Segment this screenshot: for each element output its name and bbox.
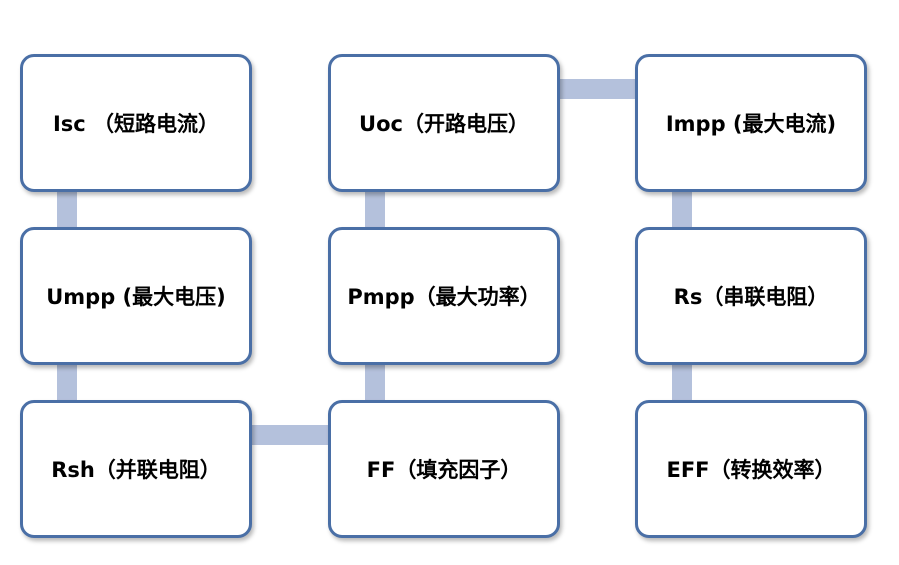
node-pmpp: Pmpp（最大功率）	[328, 227, 560, 365]
connector-rsh-ff	[250, 425, 330, 445]
node-uoc-label: Uoc（开路电压）	[359, 112, 529, 136]
connector-uoc-impp	[557, 79, 637, 99]
connector-rs-eff	[672, 363, 692, 403]
node-rsh: Rsh（并联电阻）	[20, 400, 252, 538]
node-ff-label: FF（填充因子）	[366, 458, 522, 482]
connector-ff-pmpp	[365, 363, 385, 403]
connector-isc-umpp	[57, 190, 77, 230]
connector-impp-rs	[672, 190, 692, 230]
node-isc: Isc （短路电流）	[20, 54, 252, 192]
node-rs-label: Rs（串联电阻）	[673, 285, 829, 309]
connector-umpp-rsh	[57, 363, 77, 403]
node-impp: Impp (最大电流)	[635, 54, 867, 192]
node-pmpp-label: Pmpp（最大功率）	[347, 285, 541, 309]
node-isc-label: Isc （短路电流）	[52, 112, 220, 136]
node-uoc: Uoc（开路电压）	[328, 54, 560, 192]
node-eff: EFF（转换效率）	[635, 400, 867, 538]
connector-pmpp-uoc	[365, 190, 385, 230]
node-eff-label: EFF（转换效率）	[666, 458, 836, 482]
node-rs: Rs（串联电阻）	[635, 227, 867, 365]
node-umpp: Umpp (最大电压)	[20, 227, 252, 365]
node-rsh-label: Rsh（并联电阻）	[51, 458, 221, 482]
node-umpp-label: Umpp (最大电压)	[46, 285, 226, 309]
node-impp-label: Impp (最大电流)	[665, 112, 837, 136]
node-ff: FF（填充因子）	[328, 400, 560, 538]
